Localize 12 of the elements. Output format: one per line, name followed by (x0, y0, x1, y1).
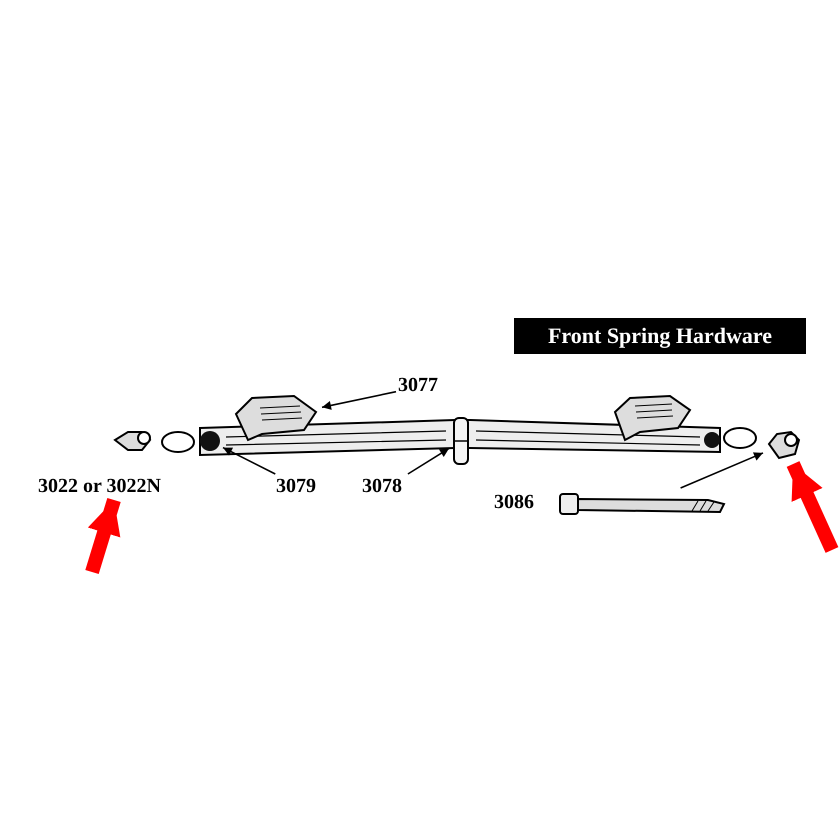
part-number-label: 3079 (276, 476, 326, 498)
title-banner: Front Spring Hardware (514, 318, 806, 354)
pointer-arrow (85, 498, 121, 574)
part-number-label: 3022 or 3022N (38, 476, 198, 498)
leader-line (408, 448, 450, 475)
part-number-label: 3077 (398, 375, 448, 397)
part-number-label: 3078 (362, 476, 412, 498)
leader-line (322, 390, 396, 410)
pointer-arrow (786, 461, 838, 553)
leader-line (680, 452, 764, 489)
part-number-label: 3086 (494, 492, 534, 512)
leader-line (222, 446, 276, 475)
